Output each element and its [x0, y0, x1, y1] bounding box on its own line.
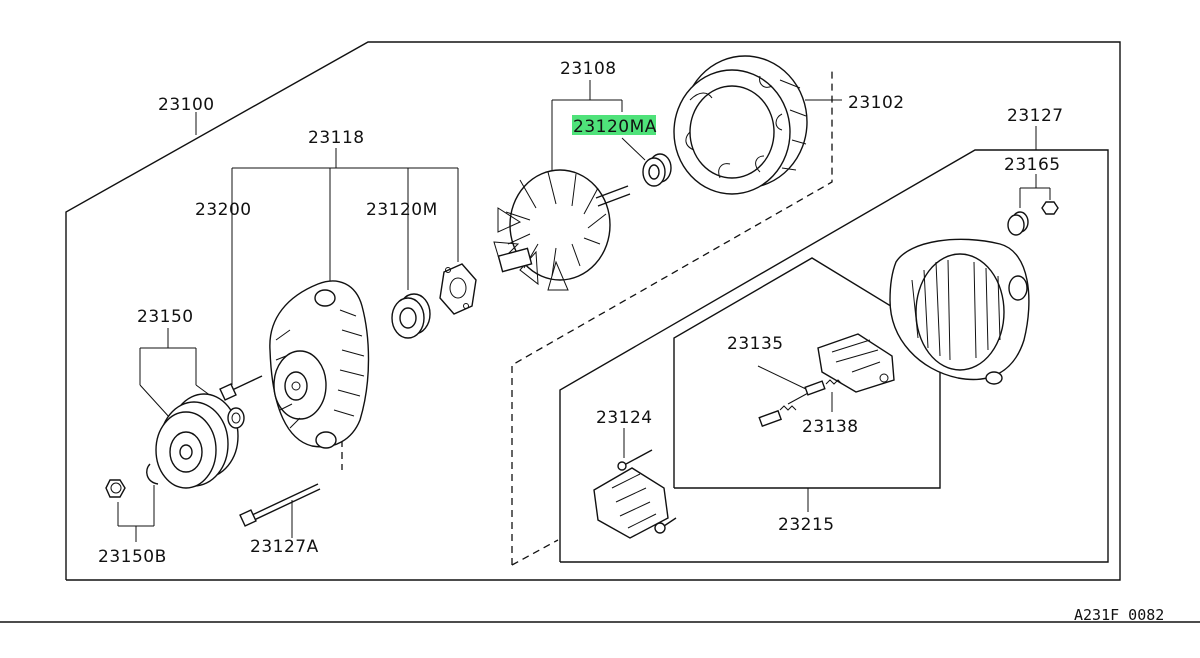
label-23120M: 23120M: [366, 200, 438, 220]
regulator-frame: [673, 257, 941, 489]
label-23118: 23118: [308, 128, 365, 148]
label-23127: 23127: [1007, 106, 1064, 126]
insulator-bushing: [1007, 211, 1029, 236]
dashed-frame: [341, 68, 833, 566]
small-bolt: [219, 375, 263, 401]
label-23138: 23138: [802, 417, 859, 437]
leader-lines: [117, 80, 1051, 542]
label-23150: 23150: [137, 307, 194, 327]
footer: A231F 0082: [0, 606, 1200, 624]
reference-code: A231F 0082: [1074, 606, 1164, 624]
label-23124: 23124: [596, 408, 653, 428]
part-labels: 23100 23108 23120MA 23102 23127 23118 23…: [98, 59, 1064, 567]
through-bolt: [239, 483, 321, 527]
spacer-collar: [227, 407, 245, 429]
rear-housing: [889, 238, 1030, 385]
brush-springs: [758, 379, 843, 428]
snap-ring: [146, 463, 159, 485]
terminal-nut: [1041, 201, 1059, 215]
outer-frame: [65, 41, 1121, 581]
label-23165: 23165: [1004, 155, 1061, 175]
pulley: [155, 393, 239, 489]
label-23100: 23100: [158, 95, 215, 115]
label-23200: 23200: [195, 200, 252, 220]
stator: [673, 55, 808, 195]
label-23135: 23135: [727, 334, 784, 354]
front-housing: [269, 280, 370, 449]
rectifier: [593, 449, 677, 539]
rear-assembly-frame: [559, 149, 1109, 563]
pulley-nut: [105, 479, 126, 498]
label-23108: 23108: [560, 59, 617, 79]
label-23215: 23215: [778, 515, 835, 535]
label-23150B: 23150B: [98, 547, 167, 567]
brush-holder: [817, 333, 895, 393]
front-bearing: [391, 293, 431, 339]
retainer-plate: [439, 263, 477, 315]
highlight-box: [572, 115, 656, 135]
rotor: [493, 169, 631, 291]
label-23127A: 23127A: [250, 537, 319, 557]
label-23102: 23102: [848, 93, 905, 113]
rear-bearing: [642, 153, 672, 187]
label-23120MA: 23120MA: [573, 117, 657, 137]
